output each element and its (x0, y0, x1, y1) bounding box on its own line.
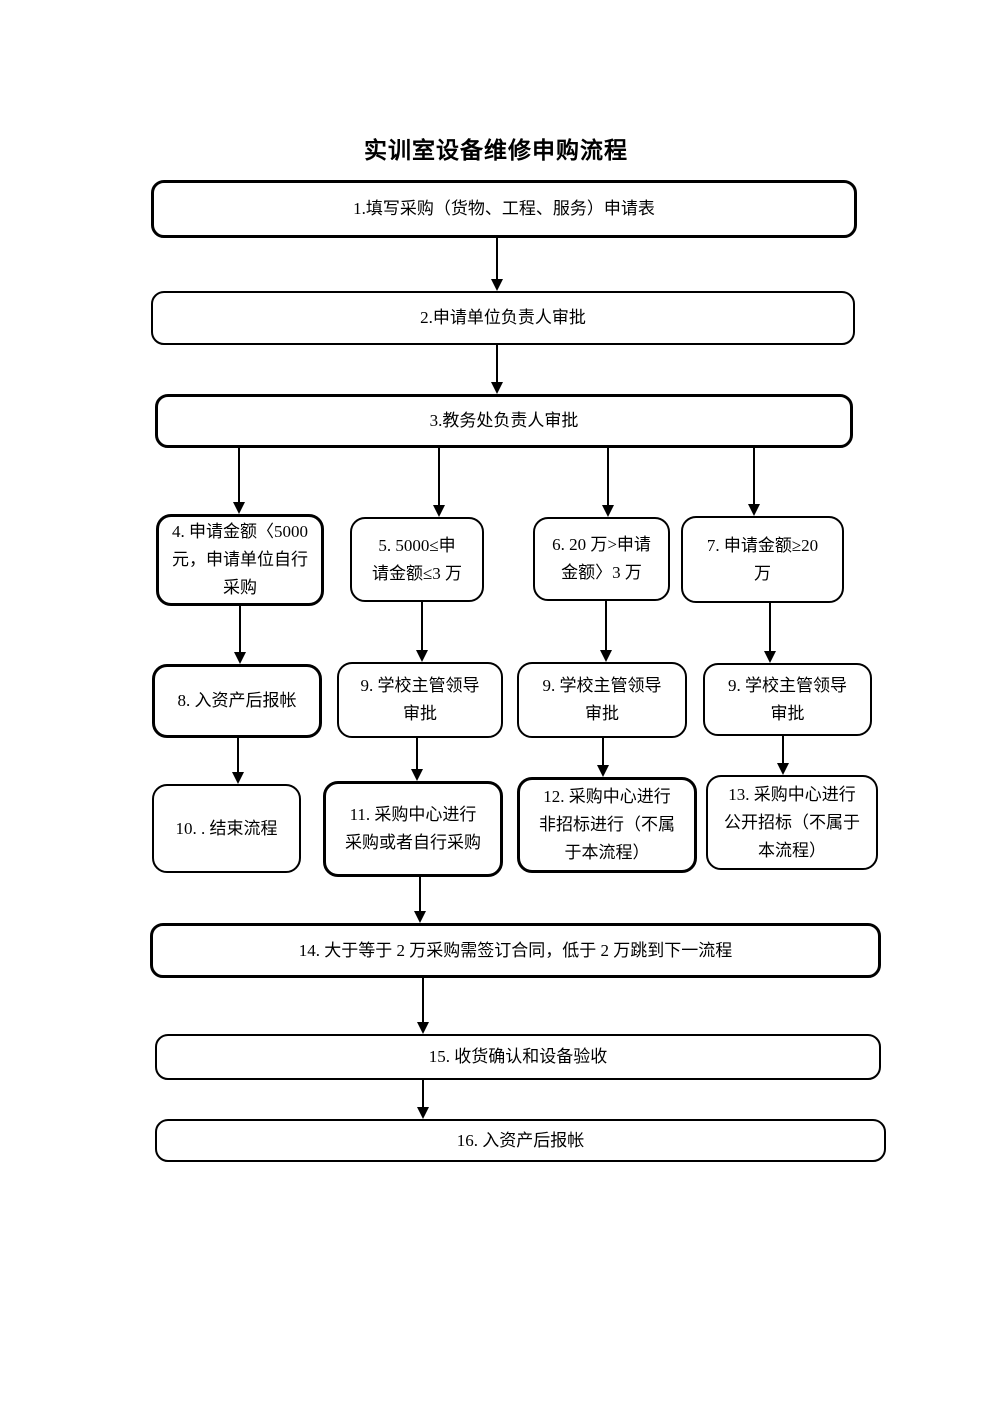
node-14: 14. 大于等于 2 万采购需签订合同，低于 2 万跳到下一流程 (150, 923, 881, 978)
node-11: 11. 采购中心进行 采购或者自行采购 (323, 781, 503, 877)
arrow-14-15 (417, 978, 429, 1034)
arrowhead-down-icon (411, 769, 423, 781)
node-4: 4. 申请金额〈5000 元，申请单位自行 采购 (156, 514, 324, 606)
arrow-3-4 (233, 448, 245, 514)
arrowhead-down-icon (602, 505, 614, 517)
page-title: 实训室设备维修申购流程 (364, 138, 628, 163)
arrowhead-down-icon (600, 650, 612, 662)
node-5: 5. 5000≤申 请金额≤3 万 (350, 517, 484, 602)
node-13: 13. 采购中心进行 公开招标（不属于 本流程） (706, 775, 878, 870)
arrowhead-down-icon (417, 1107, 429, 1119)
arrowhead-down-icon (764, 651, 776, 663)
node-12: 12. 采购中心进行 非招标进行（不属 于本流程） (517, 777, 697, 873)
arrow-11-14 (414, 877, 426, 923)
arrow-3-7 (748, 448, 760, 516)
arrow-6-9b (600, 601, 612, 662)
node-3: 3.教务处负责人审批 (155, 394, 853, 448)
node-9b: 9. 学校主管领导 审批 (517, 662, 687, 738)
arrowhead-down-icon (748, 504, 760, 516)
arrow-9c-13 (777, 736, 789, 775)
node-10: 10. . 结束流程 (152, 784, 301, 873)
node-8: 8. 入资产后报帐 (152, 664, 322, 738)
arrow-3-5 (433, 448, 445, 517)
arrowhead-down-icon (597, 765, 609, 777)
arrow-15-16 (417, 1080, 429, 1119)
node-9a: 9. 学校主管领导 审批 (337, 662, 503, 738)
arrowhead-down-icon (777, 763, 789, 775)
arrowhead-down-icon (416, 650, 428, 662)
arrowhead-down-icon (417, 1022, 429, 1034)
arrowhead-down-icon (491, 382, 503, 394)
node-9c: 9. 学校主管领导 审批 (703, 663, 872, 736)
arrow-9b-12 (597, 738, 609, 777)
arrowhead-down-icon (433, 505, 445, 517)
arrow-5-9a (416, 602, 428, 662)
arrowhead-down-icon (491, 279, 503, 291)
arrow-1-2 (491, 238, 503, 291)
node-7: 7. 申请金额≥20 万 (681, 516, 844, 603)
arrow-9a-11 (411, 738, 423, 781)
arrowhead-down-icon (233, 502, 245, 514)
node-16: 16. 入资产后报帐 (155, 1119, 886, 1162)
arrowhead-down-icon (414, 911, 426, 923)
node-1: 1.填写采购（货物、工程、服务）申请表 (151, 180, 857, 238)
arrowhead-down-icon (234, 652, 246, 664)
node-2: 2.申请单位负责人审批 (151, 291, 855, 345)
arrow-2-3 (491, 345, 503, 394)
node-15: 15. 收货确认和设备验收 (155, 1034, 881, 1080)
arrow-3-6 (602, 448, 614, 517)
node-6: 6. 20 万>申请 金额〉3 万 (533, 517, 670, 601)
arrow-7-9c (764, 603, 776, 663)
arrowhead-down-icon (232, 772, 244, 784)
arrow-8-10 (232, 738, 244, 784)
arrow-4-8 (234, 606, 246, 664)
